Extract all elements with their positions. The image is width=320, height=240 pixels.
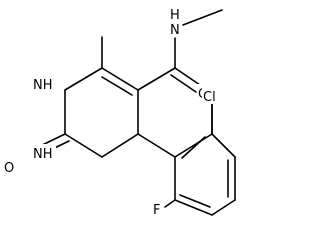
bond-c5-c6: [101, 67, 139, 91]
atom-label-layer: NH NH O O N H Cl F: [3, 5, 224, 218]
bond-c5-c6-double: [101, 76, 133, 96]
atom-label-amide-nitrogen: N: [170, 23, 180, 38]
molecule-diagram: NH NH O O N H Cl F: [3, 5, 236, 218]
atom-label-fluorine: F: [153, 203, 160, 218]
bond-ar-f: [164, 199, 176, 208]
bond-ar4-ar5: [211, 199, 236, 216]
atom-label-nh1: NH: [33, 78, 53, 93]
bond-c2-n3: [64, 133, 103, 158]
bond-n3-c4: [101, 133, 139, 158]
atom-label-nh3: NH: [33, 147, 53, 162]
atom-label-chlorine: Cl: [203, 90, 216, 105]
bond-layer: [31, 9, 236, 216]
atom-label-ring-oxygen: O: [4, 161, 14, 176]
bond-camide-o-double: [170, 74, 197, 93]
bond-ar1-ar2-double: [181, 136, 206, 159]
bond-n-methyl: [182, 9, 223, 26]
atom-label-amide-hydrogen: H: [170, 8, 180, 23]
bond-ar1-ar2: [174, 133, 213, 158]
bond-camide-o: [174, 67, 201, 86]
bond-c4-aryl: [137, 133, 176, 158]
bond-c6-n1: [64, 67, 103, 91]
bond-c5-camide: [137, 67, 176, 91]
bond-ar2-ar3: [211, 133, 236, 158]
bond-ar5-ar6-double: [179, 194, 211, 208]
bond-ar5-ar6: [174, 199, 213, 216]
